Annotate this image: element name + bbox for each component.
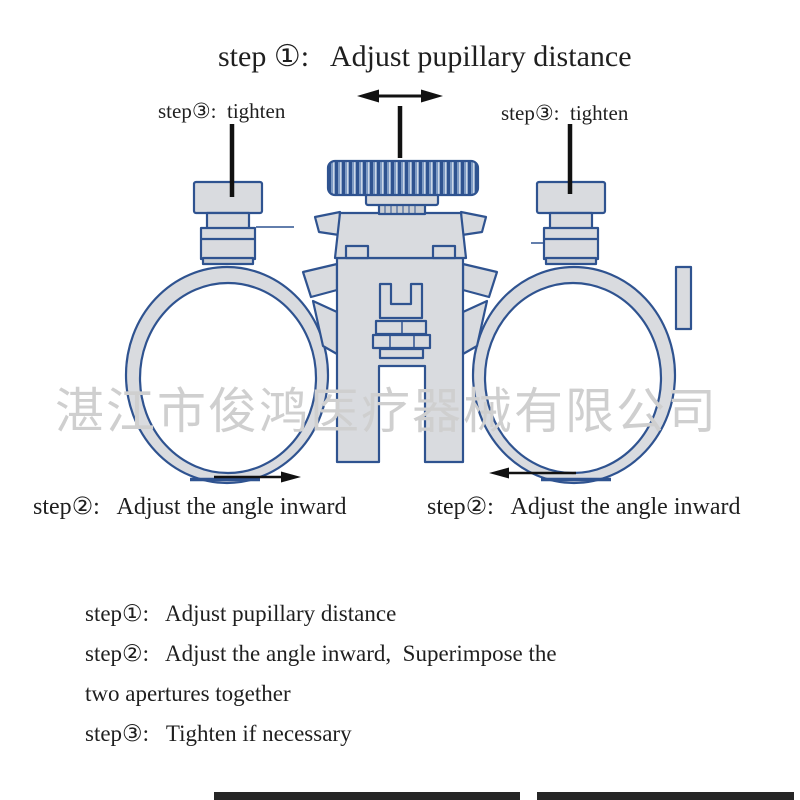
left-eyepiece-ring	[124, 265, 330, 485]
right-screw	[531, 180, 607, 266]
step1-title: step ①: Adjust pupillary distance	[218, 40, 632, 73]
thumbwheel-assembly	[326, 159, 480, 216]
right-inward-arrow-icon	[489, 467, 576, 479]
left-screw-cap	[192, 180, 264, 215]
step3-label-left: step③: tighten	[158, 99, 286, 123]
left-screw	[192, 180, 294, 266]
step3-label-right: step③: tighten	[501, 101, 629, 125]
knurled-wheel	[326, 159, 480, 197]
steps-legend: step①: Adjust pupillary distance step②: …	[85, 594, 557, 754]
step2-label-left: step②: Adjust the angle inward	[33, 494, 347, 520]
left-inward-arrow-icon	[214, 471, 301, 483]
bottom-crop-bar-right	[537, 792, 794, 800]
legend-line-2: step②: Adjust the angle inward, Superimp…	[85, 641, 557, 666]
right-eyepiece-ring	[471, 265, 677, 485]
legend-line-4: step③: Tighten if necessary	[85, 721, 352, 746]
company-watermark: 湛江市俊鸿医疗器械有限公司	[55, 383, 719, 440]
legend-line-1: step①: Adjust pupillary distance	[85, 601, 397, 626]
bottom-crop-bar-left	[214, 792, 520, 800]
center-bracket	[335, 256, 465, 464]
step2-label-right: step②: Adjust the angle inward	[427, 494, 741, 520]
clamp-detail	[371, 282, 432, 360]
mount-plate	[313, 210, 488, 260]
hinge-tab	[674, 265, 693, 331]
pupillary-distance-arrow-icon	[357, 89, 443, 103]
legend-line-3: two apertures together	[85, 681, 291, 706]
